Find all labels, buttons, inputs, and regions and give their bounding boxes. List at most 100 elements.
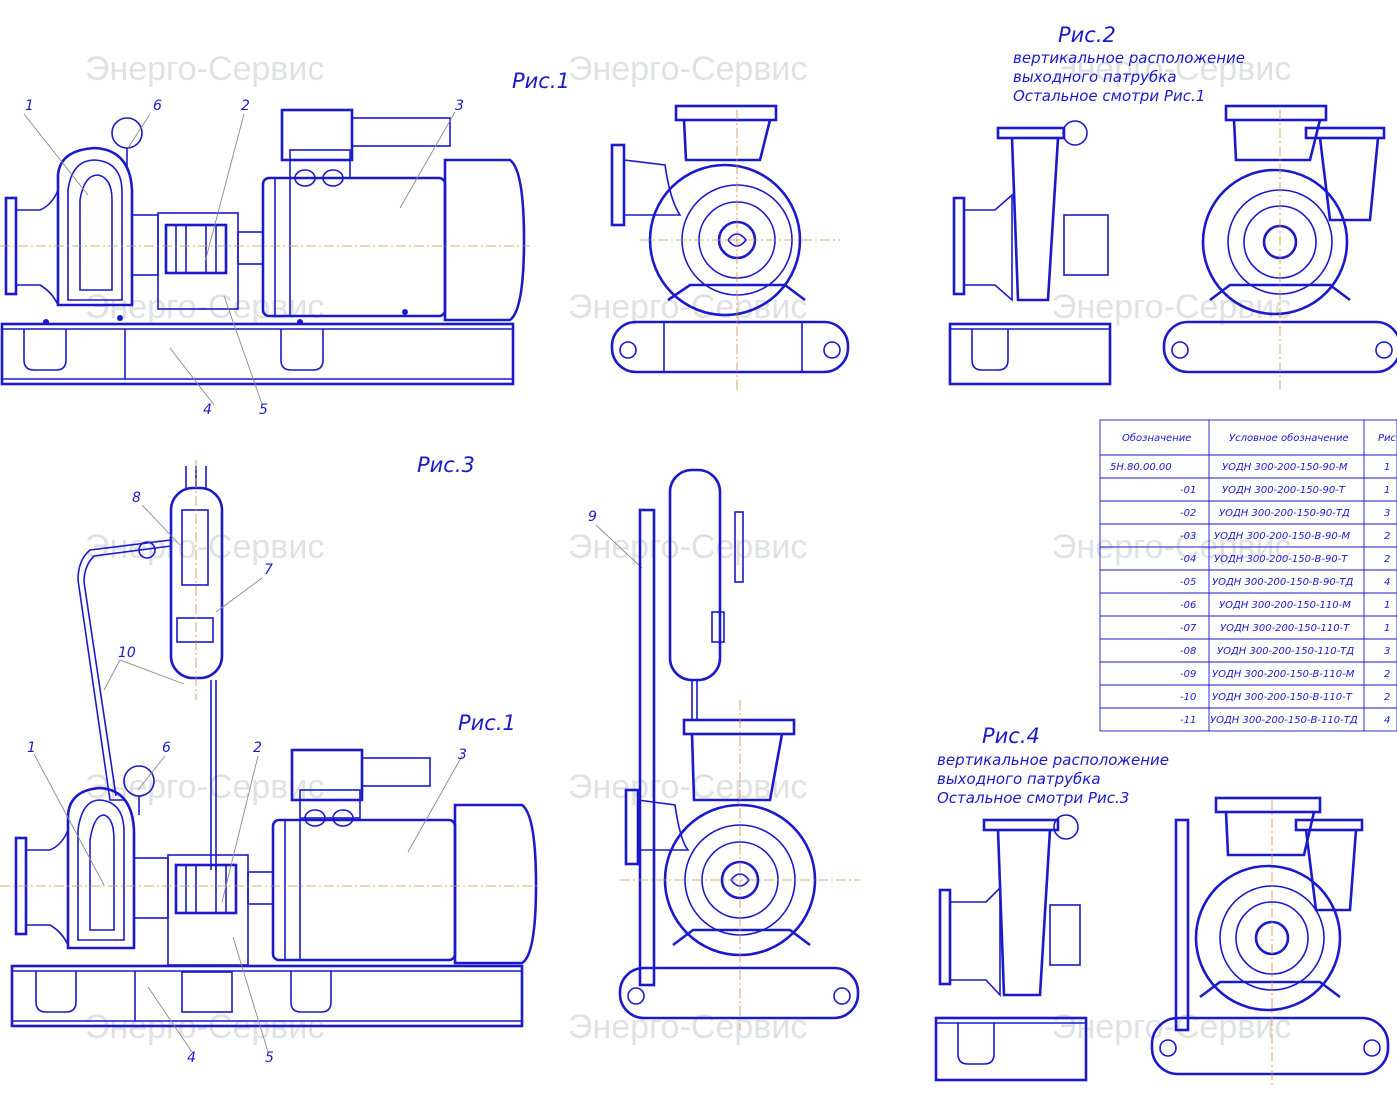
watermark: Энерго-Сервис (1052, 50, 1291, 88)
table-cell-designation: УОДН 300-200-150-В-90-ТД (1212, 577, 1353, 588)
oil-tank (169, 486, 224, 680)
callout-number: 6 (153, 98, 162, 114)
base-frame (10, 964, 524, 1028)
table-row: -10 УОДН 300-200-150-В-110-Т 2 (1180, 692, 1390, 703)
table-row: -07 УОДН 300-200-150-110-Т 1 (1180, 623, 1390, 634)
table-cell-code: -07 (1180, 623, 1197, 634)
figure-note-fig2-line: Остальное смотри Рис.1 (1013, 87, 1205, 105)
table-cell-code: -05 (1180, 577, 1196, 588)
callout-number: 8 (132, 490, 141, 506)
table-cell-designation: УОДН 300-200-150-В-90-М (1214, 531, 1350, 542)
figure-caption-fig3: Рис.3 (417, 453, 475, 477)
pump-unit-fig4 (934, 796, 1390, 1085)
table-row: 5Н.80.00.00 УОДН 300-200-150-90-М 1 (1110, 462, 1390, 473)
table-cell-figure: 2 (1384, 554, 1390, 565)
table-cell-figure: 2 (1384, 692, 1390, 703)
callout-number: 3 (455, 98, 464, 114)
watermark: Энерго-Сервис (568, 1008, 807, 1046)
table-cell-figure: 1 (1384, 600, 1390, 611)
volute-casing (56, 146, 134, 307)
pump-unit-fig2 (948, 104, 1397, 390)
figure-note-fig4-line: Остальное смотри Рис.3 (937, 789, 1129, 807)
table-cell-designation: УОДН 300-200-150-90-Т (1222, 485, 1346, 496)
figure-note-fig2-line: выходного патрубка (1013, 68, 1177, 86)
table-cell-code: 5Н.80.00.00 (1110, 462, 1172, 473)
figure-caption-fig1-top: Рис.1 (512, 69, 570, 93)
table-row: -02 УОДН 300-200-150-90-ТД 3 (1180, 508, 1390, 519)
table-cell-designation: УОДН 300-200-150-90-ТД (1219, 508, 1350, 519)
table-cell-code: -01 (1180, 485, 1196, 496)
figure-caption-fig2: Рис.2 (1058, 23, 1116, 47)
table-header: Обозначение (1122, 432, 1191, 444)
watermark-layer: Энерго-Сервис Энерго-Сервис Энерго-Серви… (85, 50, 1291, 1046)
callout-number: 2 (253, 740, 262, 756)
table-cell-code: -10 (1180, 692, 1196, 703)
table-cell-code: -02 (1180, 508, 1196, 519)
watermark: Энерго-Сервис (85, 288, 324, 326)
watermark: Энерго-Сервис (85, 528, 324, 566)
table-header: Условное обозначение (1229, 432, 1349, 444)
callout-number: 5 (265, 1050, 274, 1066)
table-cell-figure: 4 (1384, 577, 1390, 588)
callouts-bottom: 8 7 10 1 6 2 3 4 5 9 (27, 490, 643, 1066)
callout-number: 5 (259, 402, 268, 418)
callout-number: 3 (458, 747, 467, 763)
figure-note-fig2-line: вертикальное расположение (1013, 49, 1245, 67)
callout-number: 1 (27, 740, 36, 756)
watermark: Энерго-Сервис (568, 528, 807, 566)
table-row: -09 УОДН 300-200-150-В-110-М 2 (1180, 669, 1390, 680)
table-cell-figure: 1 (1384, 623, 1390, 634)
callout-number: 6 (162, 740, 171, 756)
pump-unit-side-view-bottom: 8 7 10 1 6 2 3 4 5 9 (0, 460, 643, 1066)
designation-table: Обозначение Условное обозначение Рис 5Н.… (1099, 419, 1397, 732)
table-cell-code: -09 (1180, 669, 1196, 680)
callout-number: 9 (588, 509, 597, 525)
table-cell-designation: УОДН 300-200-150-110-Т (1220, 623, 1350, 634)
watermark: Энерго-Сервис (568, 50, 807, 88)
callout-number: 1 (25, 98, 34, 114)
table-row: -05 УОДН 300-200-150-В-90-ТД 4 (1180, 577, 1390, 588)
callout-number: 7 (264, 562, 273, 578)
figure-caption-fig1-bottom: Рис.1 (458, 711, 516, 735)
table-cell-code: -11 (1180, 715, 1196, 726)
pump-front-view-top (610, 104, 850, 390)
table-cell-code: -03 (1180, 531, 1196, 542)
table-cell-designation: УОДН 300-200-150-110-ТД (1217, 646, 1354, 657)
table-header: Рис (1378, 433, 1397, 444)
table-cell-designation: УОДН 300-200-150-110-М (1219, 600, 1351, 611)
watermark: Энерго-Сервис (568, 288, 807, 326)
table-cell-designation: УОДН 300-200-150-90-М (1222, 462, 1348, 473)
callout-number: 4 (203, 402, 212, 418)
table-cell-figure: 3 (1384, 646, 1390, 657)
table-cell-figure: 2 (1384, 669, 1390, 680)
table-cell-figure: 2 (1384, 531, 1390, 542)
table-cell-designation: УОДН 300-200-150-В-110-Т (1212, 692, 1353, 703)
pump-unit-side-view-top: 1 6 2 3 4 5 (0, 98, 530, 418)
table-cell-code: -04 (1180, 554, 1196, 565)
watermark: Энерго-Сервис (1052, 1008, 1291, 1046)
table-cell-figure: 4 (1384, 715, 1390, 726)
pump-front-view-bottom (618, 468, 860, 1030)
terminal-box (280, 108, 354, 162)
table-cell-designation: УОДН 300-200-150-В-110-М (1212, 669, 1355, 680)
callout-number: 2 (241, 98, 250, 114)
watermark: Энерго-Сервис (1052, 288, 1291, 326)
table-cell-designation: УОДН 300-200-150-В-110-ТД (1210, 715, 1358, 726)
table-cell-designation: УОДН 300-200-150-В-90-Т (1214, 554, 1348, 565)
table-row: -01 УОДН 300-200-150-90-Т 1 (1180, 485, 1390, 496)
callouts-top: 1 6 2 3 4 5 (23, 98, 464, 418)
table-cell-figure: 1 (1384, 485, 1390, 496)
table-cell-figure: 1 (1384, 462, 1390, 473)
callout-number: 10 (118, 645, 136, 661)
callout-number: 4 (187, 1050, 196, 1066)
table-row: -08 УОДН 300-200-150-110-ТД 3 (1180, 646, 1390, 657)
table-cell-code: -08 (1180, 646, 1196, 657)
table-cell-figure: 3 (1384, 508, 1390, 519)
table-cell-code: -06 (1180, 600, 1196, 611)
table-row: -11 УОДН 300-200-150-В-110-ТД 4 (1180, 715, 1390, 726)
watermark: Энерго-Сервис (85, 50, 324, 88)
table-row: -03 УОДН 300-200-150-В-90-М 2 (1180, 531, 1390, 542)
table-row: -06 УОДН 300-200-150-110-М 1 (1180, 600, 1390, 611)
figure-note-fig4-line: выходного патрубка (937, 770, 1101, 788)
